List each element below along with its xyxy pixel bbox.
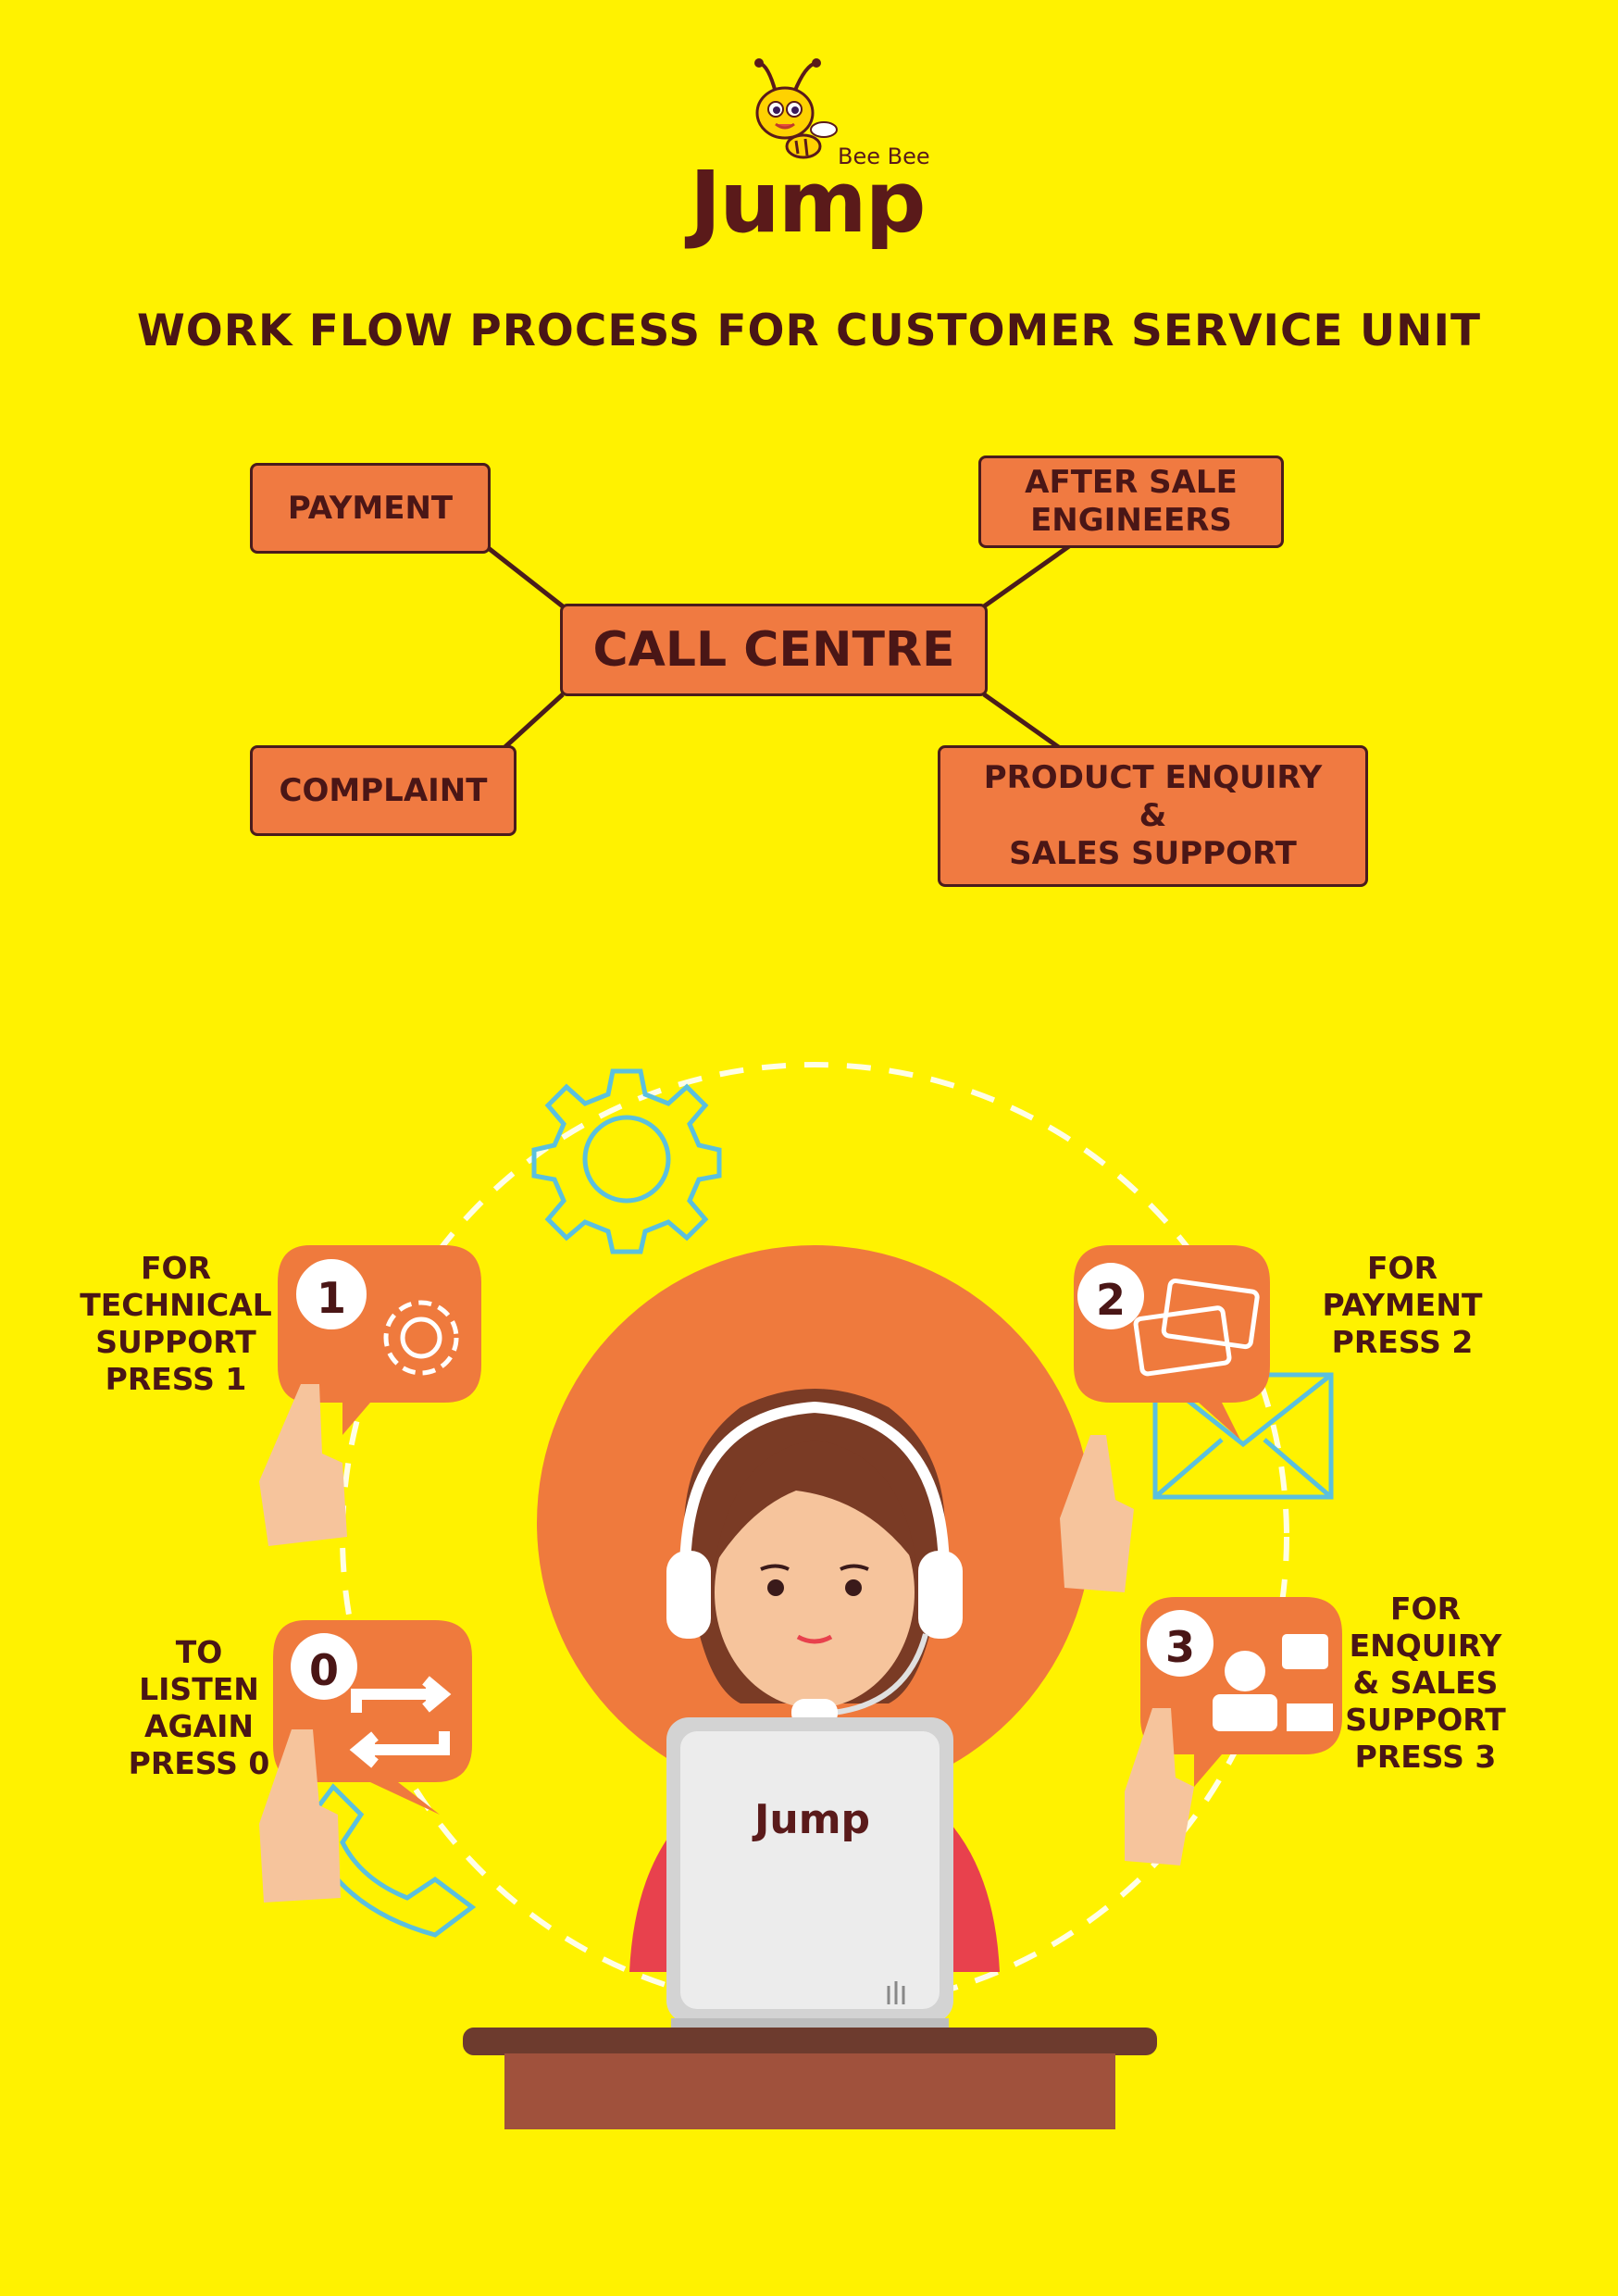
call-centre-label: CALL CENTRE [592,621,955,678]
complaint-node: COMPLAINT [250,745,517,836]
product-enquiry-node: PRODUCT ENQUIRY & SALES SUPPORT [938,745,1368,887]
repeat-icon [349,1676,452,1768]
after-sale-engineers-label: AFTER SALE ENGINEERS [1025,464,1238,539]
option-3-number: 3 [1164,1622,1195,1672]
brand-small-text: Bee Bee [838,144,930,169]
gear-outline-icon [531,1068,722,1254]
brand-big-text: Jump [690,153,926,252]
option-0-label: TO LISTEN AGAIN PRESS 0 [128,1634,270,1781]
payment-node: PAYMENT [250,463,491,554]
option-3-label: FOR ENQUIRY & SALES SUPPORT PRESS 3 [1345,1591,1506,1775]
option-0-number: 0 [308,1645,339,1695]
call-centre-illustration [259,1062,1342,2129]
support-person-icon [1213,1634,1333,1731]
option-2-label: FOR PAYMENT PRESS 2 [1322,1250,1483,1360]
option-1-number: 1 [316,1273,346,1323]
call-centre-node: CALL CENTRE [560,604,988,696]
after-sale-engineers-node: AFTER SALE ENGINEERS [978,455,1284,548]
page-title: WORK FLOW PROCESS FOR CUSTOMER SERVICE U… [136,306,1482,356]
bee-mascot-icon [754,58,838,159]
product-enquiry-label: PRODUCT ENQUIRY & SALES SUPPORT [983,759,1323,872]
option-1-label: FOR TECHNICAL SUPPORT PRESS 1 [80,1250,272,1397]
credit-card-icon [1133,1279,1260,1377]
option-2-number: 2 [1095,1275,1126,1325]
brand-logo: Bee Bee Jump [685,56,944,252]
gear-settings-icon [383,1300,459,1376]
complaint-label: COMPLAINT [279,771,488,809]
payment-node-label: PAYMENT [287,489,454,527]
laptop-logo: Jump [754,1796,871,1843]
diagram-connectors [484,543,1071,754]
